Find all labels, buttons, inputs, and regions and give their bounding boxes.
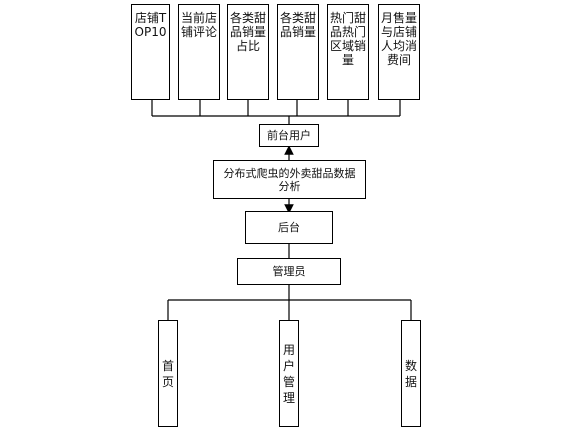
node-store-top10-label: 店铺TOP10 bbox=[134, 11, 167, 39]
node-admin-label: 管理员 bbox=[272, 265, 306, 278]
node-user-management-label: 用户管理 bbox=[282, 342, 295, 405]
node-crawler-analysis-label: 分布式爬虫的外卖甜品数据分析 bbox=[223, 166, 356, 193]
node-backend-label: 后台 bbox=[278, 221, 300, 234]
node-front-user-label: 前台用户 bbox=[267, 129, 311, 142]
node-sales-by-category: 各类甜品销量 bbox=[277, 4, 319, 100]
node-data-label: 数据 bbox=[404, 358, 417, 389]
node-sales-ratio-label: 各类甜品销量占比 bbox=[230, 11, 267, 53]
node-hot-region-sales-label: 热门甜品热门区域销量 bbox=[330, 11, 367, 67]
node-admin: 管理员 bbox=[237, 258, 341, 285]
node-sales-by-category-label: 各类甜品销量 bbox=[280, 11, 317, 39]
node-crawler-analysis: 分布式爬虫的外卖甜品数据分析 bbox=[213, 160, 366, 199]
node-home-label: 首页 bbox=[161, 358, 174, 389]
node-data: 数据 bbox=[401, 320, 421, 427]
node-backend: 后台 bbox=[245, 211, 333, 244]
node-store-reviews: 当前店铺评论 bbox=[178, 4, 220, 100]
node-home: 首页 bbox=[158, 320, 178, 427]
node-front-user: 前台用户 bbox=[259, 124, 319, 147]
node-user-management: 用户管理 bbox=[279, 320, 299, 427]
node-monthly-vs-avg: 月售量与店铺人均消费间 bbox=[378, 4, 420, 100]
node-sales-ratio: 各类甜品销量占比 bbox=[227, 4, 269, 100]
node-monthly-vs-avg-label: 月售量与店铺人均消费间 bbox=[381, 11, 418, 67]
node-store-top10: 店铺TOP10 bbox=[131, 4, 170, 100]
node-store-reviews-label: 当前店铺评论 bbox=[181, 11, 218, 39]
node-hot-region-sales: 热门甜品热门区域销量 bbox=[327, 4, 369, 100]
